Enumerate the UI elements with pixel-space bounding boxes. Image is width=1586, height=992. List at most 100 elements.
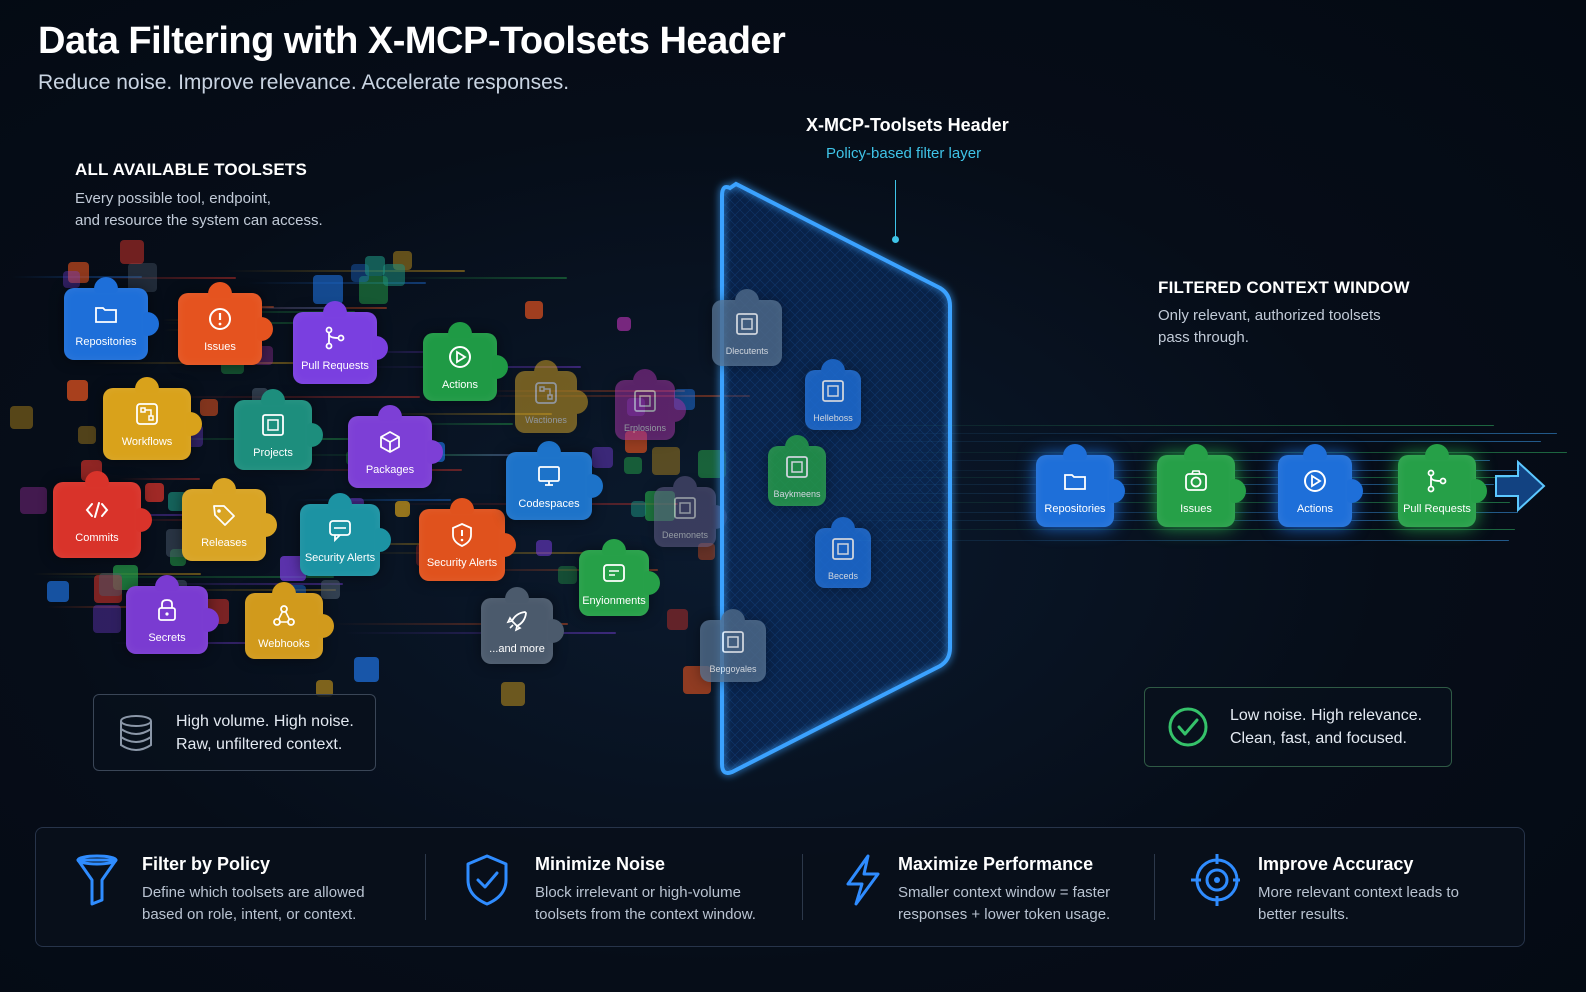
filtered-piece-label: Pull Requests: [1403, 502, 1471, 515]
project-icon: [722, 630, 744, 653]
scattered-piece: [558, 565, 577, 584]
filtered-context-desc-1: Only relevant, authorized toolsets: [1158, 307, 1381, 324]
funnel-icon: [76, 854, 118, 906]
noise-streak: [223, 306, 388, 309]
play-icon: [449, 345, 471, 368]
filter-layer-subtitle: Policy-based filter layer: [826, 145, 982, 162]
lightning-icon: [846, 854, 880, 906]
feature-desc-1: More relevant context leads to: [1258, 884, 1459, 901]
feature-divider: [425, 854, 426, 920]
toolset-label: Pull Requests: [301, 359, 369, 372]
passing-piece-label: Baykmeens: [773, 488, 821, 499]
noise-streak: [332, 623, 568, 626]
scattered-piece: [19, 487, 47, 515]
scattered-piece: [200, 398, 218, 417]
toolset-piece: Secrets: [126, 575, 219, 654]
toolset-label: ...and more: [489, 642, 545, 655]
passing-piece: Beceds: [815, 517, 871, 588]
toolset-piece: Wactiones: [515, 360, 588, 433]
scattered-piece: [667, 609, 688, 630]
target-icon: [1191, 854, 1240, 906]
noise-streak: [345, 632, 617, 635]
all-toolsets-desc-1: Every possible tool, endpoint,: [75, 190, 271, 207]
toolset-label: Webhooks: [258, 637, 310, 650]
filtered-piece-label: Issues: [1180, 502, 1212, 515]
toolset-piece: Pull Requests: [293, 301, 388, 384]
filtered-streak: [862, 424, 1494, 426]
toolset-piece: Projects: [234, 389, 323, 470]
code-icon: [85, 501, 109, 518]
noise-callout-line-2: Raw, unfiltered context.: [176, 736, 343, 753]
folder-icon: [95, 306, 117, 323]
toolset-label: Packages: [365, 463, 415, 476]
scattered-piece: [623, 456, 642, 475]
shield-alert-icon: [452, 522, 472, 547]
toolset-piece: Enyionments: [579, 539, 660, 616]
webhook-icon: [273, 604, 295, 626]
scattered-piece: [78, 426, 96, 444]
scattered-piece: [120, 240, 145, 265]
filtered-streak: [854, 540, 1509, 542]
toolset-label: Actions: [441, 378, 479, 391]
scattered-piece: [47, 581, 69, 603]
feature-desc-1: Smaller context window = faster: [898, 884, 1111, 901]
filtered-streak: [900, 451, 1568, 453]
passing-piece: Helleboss: [805, 359, 861, 430]
scattered-piece: [698, 543, 715, 560]
scattered-piece: [128, 263, 158, 293]
feature-minimize-noise: Minimize Noise Block irrelevant or high-…: [426, 828, 802, 946]
feature-desc-1: Block irrelevant or high-volume: [535, 884, 741, 901]
scattered-piece: [63, 271, 80, 289]
toolset-label: Releases: [201, 536, 247, 549]
toolset-piece: Security Alerts: [419, 498, 516, 581]
noise-streak: [225, 270, 465, 272]
filtered-piece-label: Repositories: [1044, 502, 1106, 515]
features-panel: Filter by Policy Define which toolsets a…: [35, 827, 1525, 947]
project-icon: [674, 496, 696, 519]
toolset-piece: Packages: [348, 405, 443, 488]
noise-streak: [119, 477, 201, 480]
noise-streak: [157, 396, 420, 399]
database-icon: [120, 715, 152, 751]
camera-icon: [1185, 469, 1207, 491]
toolset-label: Secrets: [148, 631, 186, 644]
filtered-streak: [867, 441, 1541, 443]
noise-streak: [170, 588, 336, 591]
play-icon: [1304, 469, 1326, 492]
toolset-label: Security Alerts: [304, 551, 376, 564]
toolset-label: Security Alerts: [426, 556, 498, 569]
scattered-piece: [501, 682, 525, 707]
scattered-piece: [350, 263, 370, 283]
toolset-piece: Releases: [182, 478, 277, 561]
filtered-streak: [885, 528, 1515, 530]
feature-improve-accuracy: Improve Accuracy More relevant context l…: [1154, 828, 1524, 946]
toolset-label: Workflows: [121, 435, 173, 448]
noise-streak: [395, 423, 513, 426]
toolset-piece: Erplosions: [615, 369, 686, 440]
filtered-context-desc-2: pass through.: [1158, 329, 1249, 346]
toolset-piece: Codespaces: [506, 441, 603, 520]
lock-icon: [158, 598, 176, 621]
noise-callout: High volume. High noise. Raw, unfiltered…: [93, 694, 376, 771]
relevance-callout-line-1: Low noise. High relevance.: [1230, 707, 1423, 724]
filtered-piece: Issues: [1157, 444, 1246, 527]
passing-piece-label: Beceds: [827, 570, 859, 581]
scattered-piece: [536, 540, 553, 557]
noise-streak: [432, 454, 537, 457]
noise-streak: [364, 350, 467, 353]
scattered-piece: [383, 264, 405, 286]
scattered-piece: [92, 604, 121, 634]
scattered-piece: [652, 446, 680, 475]
toolset-piece: Actions: [423, 322, 508, 401]
scattered-piece: [630, 501, 647, 517]
toolset-piece: Webhooks: [245, 582, 334, 659]
scattered-piece: [145, 482, 165, 502]
feature-desc-2: better results.: [1258, 906, 1349, 923]
passing-piece: Dlecutents: [712, 289, 782, 366]
noise-streak: [393, 276, 568, 279]
project-icon: [634, 389, 656, 412]
passing-piece: Bepgoyales: [700, 609, 766, 682]
feature-title: Maximize Performance: [898, 854, 1094, 874]
scattered-piece: [591, 447, 613, 469]
tag-icon: [213, 504, 235, 526]
